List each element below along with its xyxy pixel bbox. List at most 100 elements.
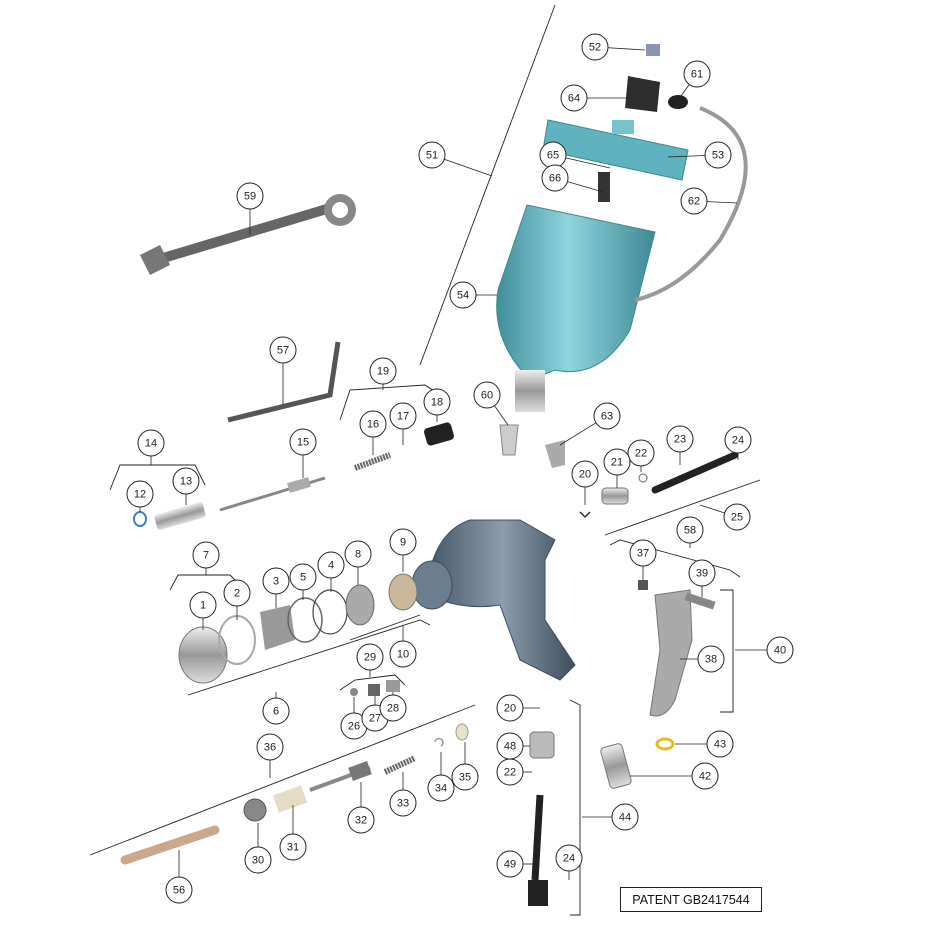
callout-circle [389, 789, 417, 817]
callout-34: 34 [427, 752, 455, 802]
callout-circle [451, 763, 479, 791]
callout-number: 34 [435, 783, 447, 795]
callout-number: 13 [180, 476, 192, 488]
callout-54: 54 [449, 281, 497, 309]
callout-number: 29 [364, 652, 376, 664]
callout-number: 9 [400, 537, 406, 549]
callout-circle [289, 428, 317, 456]
callout-number: 22 [504, 767, 516, 779]
fitting-31 [272, 785, 308, 813]
callout-52: 52 [581, 33, 646, 61]
needle-collar [287, 477, 311, 493]
callout-circle [389, 640, 417, 668]
callout-38: 38 [680, 645, 725, 673]
bracket-lines [89, 4, 761, 916]
callout-circle [379, 694, 407, 722]
callout-number: 6 [273, 706, 279, 718]
fluid-nozzle [154, 502, 206, 530]
leader-line [565, 157, 611, 169]
callout-number: 4 [328, 560, 334, 572]
callout-circle [691, 762, 719, 790]
callout-31: 31 [279, 805, 307, 861]
callout-circle [560, 84, 588, 112]
air-cap [260, 605, 295, 650]
callout-3: 3 [262, 567, 290, 608]
callout-number: 54 [457, 290, 469, 302]
callout-circle [344, 540, 372, 568]
rod-head [348, 761, 372, 781]
callout-number: 19 [377, 366, 389, 378]
callout-number: 27 [369, 713, 381, 725]
callout-circle [389, 402, 417, 430]
leader-line [494, 405, 509, 426]
callout-number: 56 [173, 885, 185, 897]
callout-number: 14 [145, 438, 157, 450]
callout-circle [347, 806, 375, 834]
callout-number: 51 [426, 150, 438, 162]
callout-circle [165, 876, 193, 904]
callout-circle [697, 645, 725, 673]
callout-19: 19 [369, 357, 397, 390]
callout-number: 38 [705, 654, 717, 666]
screw-37 [638, 580, 648, 590]
leader-line [607, 47, 646, 51]
callout-number: 17 [397, 411, 409, 423]
callout-number: 24 [563, 853, 575, 865]
callout-circle [666, 425, 694, 453]
wrench [140, 194, 356, 275]
callout-37: 37 [629, 539, 657, 580]
callout-circle [496, 694, 524, 722]
callout-18: 18 [423, 388, 451, 422]
callout-number: 33 [397, 798, 409, 810]
callout-59: 59 [236, 182, 264, 235]
callout-number: 62 [688, 196, 700, 208]
callout-circle [683, 60, 711, 88]
clip-34 [434, 737, 444, 747]
cup-filter-plug [625, 76, 660, 112]
callout-36: 36 [256, 733, 284, 778]
callout-48: 48 [496, 732, 530, 760]
callout-35: 35 [451, 742, 479, 791]
callout-number: 12 [134, 489, 146, 501]
callout-49: 49 [496, 850, 535, 878]
callout-number: 31 [287, 842, 299, 854]
callout-circle [244, 846, 272, 874]
callout-23: 23 [666, 425, 694, 465]
callout-number: 52 [589, 42, 601, 54]
callout-13: 13 [172, 467, 200, 505]
callout-number: 16 [367, 419, 379, 431]
cup-lid [542, 119, 689, 181]
callout-number: 60 [481, 390, 493, 402]
callout-circle [269, 336, 297, 364]
air-valve-knob [528, 880, 548, 906]
callout-circle [473, 381, 501, 409]
callout-circle [223, 579, 251, 607]
callout-circle [603, 448, 631, 476]
callout-number: 44 [619, 812, 631, 824]
callout-circle [423, 388, 451, 416]
callout-60: 60 [473, 381, 509, 426]
callout-16: 16 [359, 410, 387, 455]
anti-drip [598, 172, 610, 202]
leader-line [559, 422, 597, 446]
callout-group: 5261645365666251595457191817166063151413… [126, 33, 794, 904]
callout-circle [611, 803, 639, 831]
callout-circle [356, 643, 384, 671]
callout-15: 15 [289, 428, 317, 478]
callout-circle [704, 141, 732, 169]
callout-33: 33 [389, 772, 417, 817]
callout-circle [680, 187, 708, 215]
callout-42: 42 [630, 762, 719, 790]
air-valve-21 [601, 487, 629, 505]
callout-number: 25 [731, 512, 743, 524]
washer-35 [455, 723, 469, 741]
vent-plug [668, 95, 688, 109]
air-inlet-42 [600, 743, 632, 789]
callout-number: 57 [277, 345, 289, 357]
callout-circle [369, 357, 397, 385]
air-hose [634, 106, 748, 302]
clip-20 [579, 511, 591, 519]
callout-number: 10 [397, 649, 409, 661]
callout-number: 20 [579, 469, 591, 481]
